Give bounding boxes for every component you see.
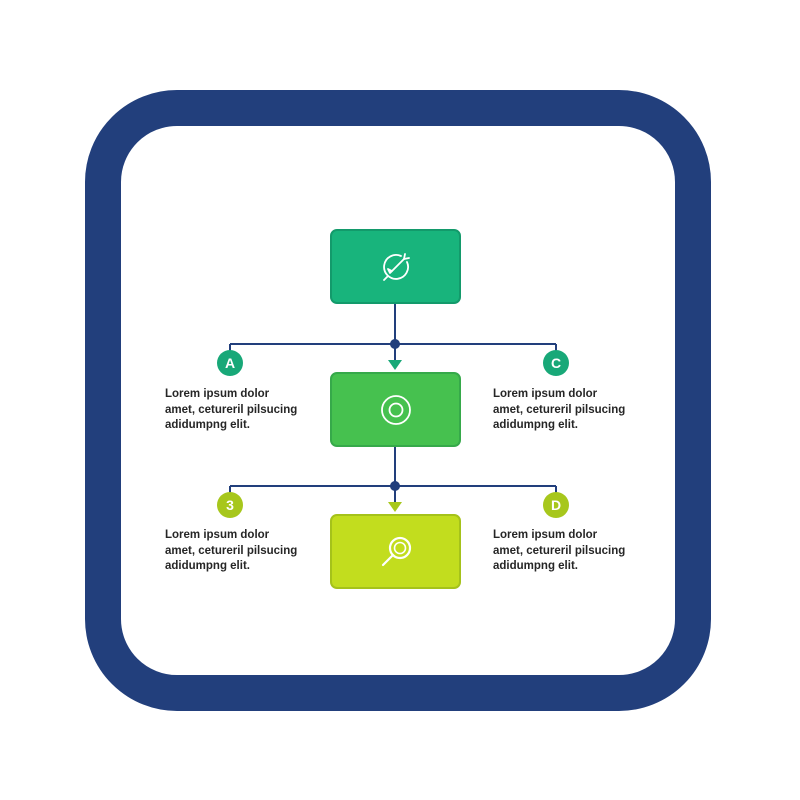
connector-lower-junction bbox=[390, 481, 400, 491]
connector-upper-junction bbox=[390, 339, 400, 349]
magnifier-icon bbox=[381, 536, 411, 566]
description-a-line-3: adidumpng elit. bbox=[165, 419, 250, 431]
description-a-line-2: amet, cetureril pilsucing bbox=[165, 403, 298, 416]
description-d-line-2: amet, cetureril pilsucing bbox=[493, 544, 626, 557]
badge-3: 3 bbox=[217, 492, 243, 518]
description-d-line-1: Lorem ipsum dolor bbox=[493, 529, 598, 541]
connector-lower-arrowhead bbox=[388, 502, 402, 512]
description-a-line-1: Lorem ipsum dolor bbox=[165, 388, 270, 400]
badge-d: D bbox=[543, 492, 569, 518]
description-c-line-1: Lorem ipsum dolor bbox=[493, 388, 598, 400]
description-d-line-3: adidumpng elit. bbox=[493, 560, 578, 572]
badge-a: A bbox=[217, 350, 243, 376]
description-c-line-3: adidumpng elit. bbox=[493, 419, 578, 431]
node-bottom bbox=[330, 514, 461, 589]
description-3: Lorem ipsum dolor amet, cetureril pilsuc… bbox=[165, 528, 315, 575]
circle-target-icon bbox=[380, 394, 411, 425]
description-3-line-2: amet, cetureril pilsucing bbox=[165, 544, 298, 557]
rounded-frame bbox=[85, 90, 711, 711]
node-middle bbox=[330, 372, 461, 447]
description-3-line-1: Lorem ipsum dolor bbox=[165, 529, 270, 541]
description-d: Lorem ipsum dolor amet, cetureril pilsuc… bbox=[493, 528, 643, 575]
description-a: Lorem ipsum dolor amet, cetureril pilsuc… bbox=[165, 387, 315, 434]
connector-upper-arrowhead bbox=[388, 360, 402, 370]
node-top bbox=[330, 229, 461, 304]
target-arrow-icon bbox=[382, 252, 410, 281]
description-3-line-3: adidumpng elit. bbox=[165, 560, 250, 572]
description-c-line-2: amet, cetureril pilsucing bbox=[493, 403, 626, 416]
description-c: Lorem ipsum dolor amet, cetureril pilsuc… bbox=[493, 387, 643, 434]
badge-c: C bbox=[543, 350, 569, 376]
